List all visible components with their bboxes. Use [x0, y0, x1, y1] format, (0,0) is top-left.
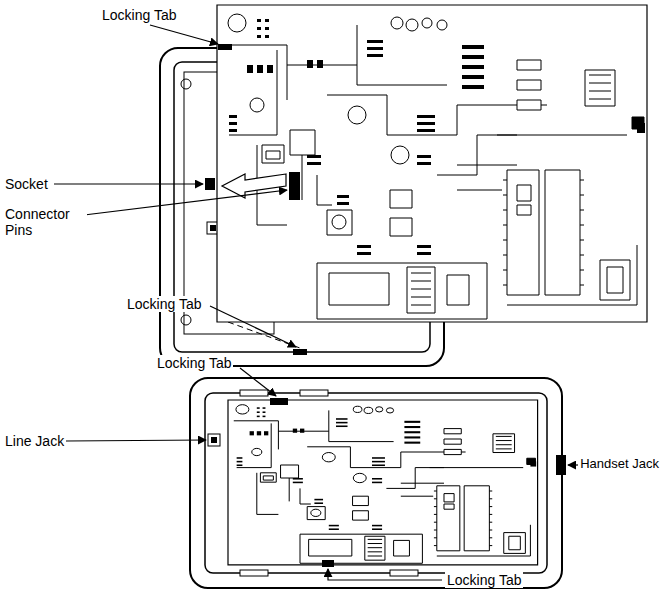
callout-label: Locking Tab	[100, 7, 178, 23]
callout-label: Locking Tab	[155, 355, 233, 371]
callout-label: Handset Jack	[578, 457, 661, 472]
callout-label: Line Jack	[3, 433, 66, 449]
leader-lines	[54, 25, 578, 580]
callout-label: Socket	[3, 176, 50, 192]
callout-label: Locking Tab	[445, 572, 523, 588]
callout-label: Locking Tab	[125, 296, 203, 312]
callout-label: Connector Pins	[3, 206, 87, 238]
